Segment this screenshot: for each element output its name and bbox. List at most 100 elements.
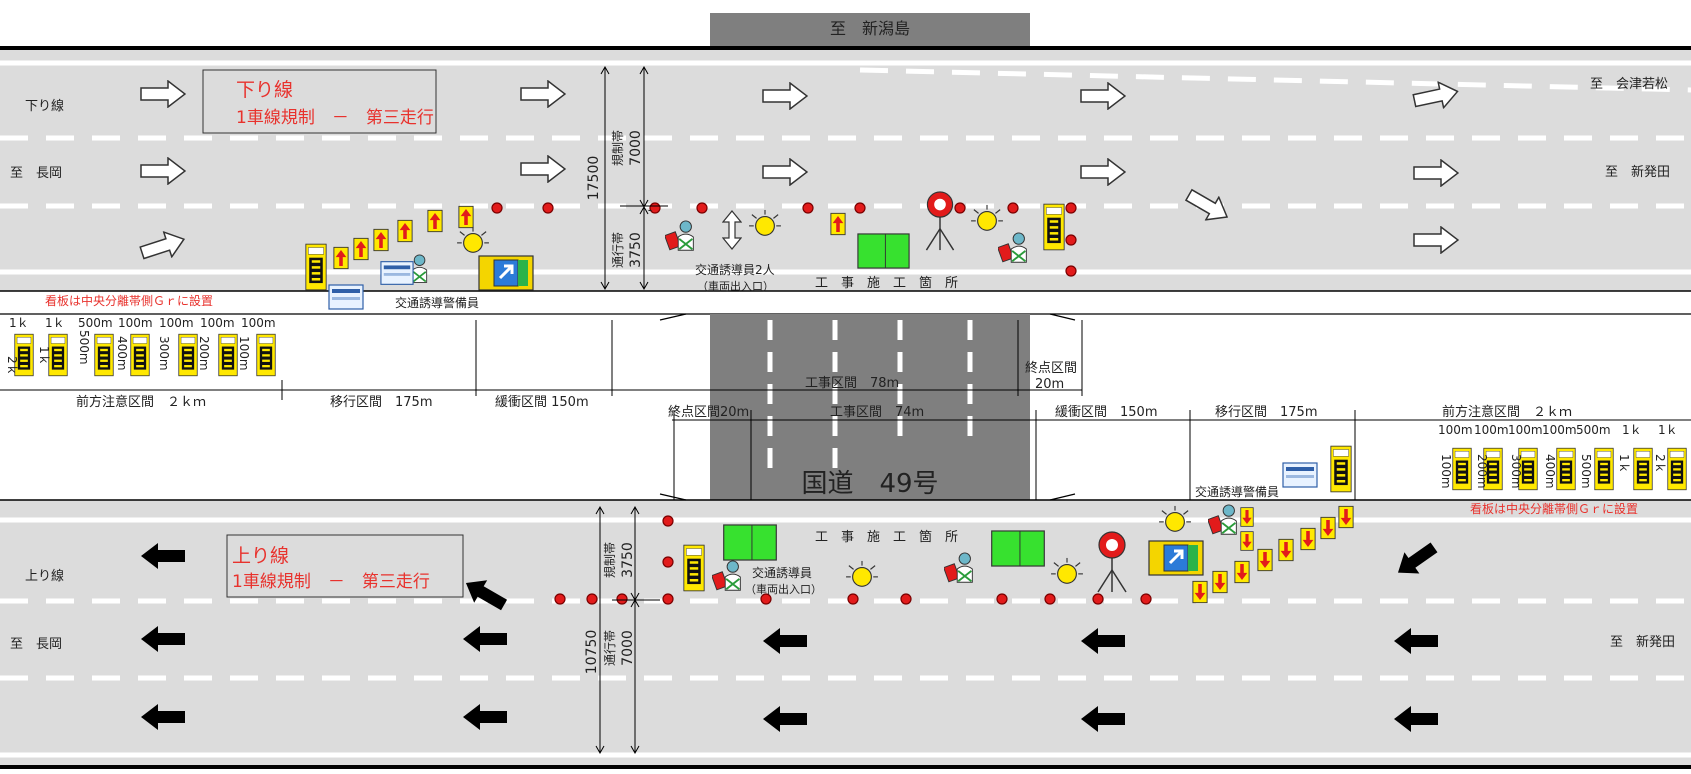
down-zone-work: 工事区間 78m xyxy=(805,376,899,391)
work-zone-sign-icon xyxy=(1043,203,1065,251)
dim-bar: ‐ xyxy=(648,203,652,217)
header-direction: 至 新潟島 xyxy=(830,19,910,38)
down-sign-dist-7: 100m xyxy=(241,316,276,330)
barricade-icon xyxy=(1282,462,1318,488)
down-sign-dist-5: 100m xyxy=(159,316,194,330)
up-sign-dist-7: 1ｋ xyxy=(1658,423,1678,437)
down-dest-right-top: 至 会津若松 xyxy=(1590,76,1668,92)
down-dest-left: 至 長岡 xyxy=(10,166,62,181)
up-title-box xyxy=(226,534,464,598)
up-sign-v-4: 400m xyxy=(1543,454,1557,489)
up-lane-label: 上り線 xyxy=(25,568,64,584)
up-dest-left: 至 長岡 xyxy=(10,637,62,652)
up-sign-dist-6: 1ｋ xyxy=(1622,423,1642,437)
down-dim-total: 17500 xyxy=(586,156,602,201)
barricade-icon xyxy=(328,284,364,310)
arrow-board-icon xyxy=(373,228,389,252)
work-truck-icon xyxy=(991,530,1045,567)
pylon-row xyxy=(491,202,1077,277)
down-sign-v-7: 100m xyxy=(237,336,251,371)
up-sign-dist-3: 100m xyxy=(1508,423,1543,437)
arrow-board-icon xyxy=(397,219,413,243)
up-zone-work: 工事区間 74m xyxy=(830,405,924,420)
light-board-icon xyxy=(478,254,534,292)
up-sign-dist-1: 100m xyxy=(1438,423,1473,437)
up-sign-v-3: 300m xyxy=(1509,454,1523,489)
arrow-board-icon xyxy=(333,246,349,270)
up-sign-v-1: 100m xyxy=(1439,454,1453,489)
work-sign-icon xyxy=(1330,445,1352,493)
down-sign-dist-4: 100m xyxy=(118,316,153,330)
up-guide: 交通誘導員 xyxy=(752,565,812,580)
up-dim-reg: 3750 xyxy=(620,542,636,578)
up-dest-right: 至 新発田 xyxy=(1610,634,1675,650)
down-dim-traffic-label: 通行帯 xyxy=(611,232,625,268)
down-title-2: 1車線規制 － 第三走行 xyxy=(236,108,434,128)
up-sign-v-7: 2ｋ xyxy=(1653,454,1667,474)
up-dim-traffic-label: 通行帯 xyxy=(603,630,617,666)
up-title-1: 上り線 xyxy=(232,545,289,567)
down-guard-staff: 交通誘導警備員 xyxy=(395,295,479,310)
down-zone-end-label: 終点区間 xyxy=(1025,360,1077,376)
up-guard-staff: 交通誘導警備員 xyxy=(1195,484,1279,499)
down-sign-v-2: 1ｋ xyxy=(37,346,51,366)
pylon-row xyxy=(554,515,1152,605)
down-sign-dist-2: 1ｋ xyxy=(45,316,65,330)
down-sign-v-4: 400m xyxy=(115,336,129,371)
up-work-site: 工 事 施 工 箇 所 xyxy=(815,529,958,545)
down-zone-buffer: 緩衝区間 150m xyxy=(495,395,589,410)
down-sign-dist-6: 100m xyxy=(200,316,235,330)
arrow-board-icon xyxy=(427,209,443,233)
down-sign-v-5: 300m xyxy=(157,336,171,371)
down-zone-end: 20m xyxy=(1035,377,1064,392)
down-sign-dist-1: 1ｋ xyxy=(9,316,29,330)
up-sign-v-5: 500m xyxy=(1579,454,1593,489)
barricade-icon xyxy=(380,261,414,285)
up-vehicle-gate: （車両出入口） xyxy=(745,582,822,596)
up-sign-dist-2: 100m xyxy=(1474,423,1509,437)
down-zone-transition: 移行区間 175m xyxy=(330,395,432,410)
arrow-board-icon xyxy=(830,212,846,236)
up-zone-transition: 移行区間 175m xyxy=(1215,405,1317,420)
down-sign-note: 看板は中央分離帯側Ｇｒに設置 xyxy=(45,293,213,308)
up-title-2: 1車線規制 － 第三走行 xyxy=(232,572,430,592)
work-sign-icon xyxy=(305,243,327,291)
down-dim-traffic: 3750 xyxy=(628,232,644,268)
up-dim-traffic: 7000 xyxy=(620,630,636,666)
up-zone-end: 終点区間20m xyxy=(668,404,749,420)
down-title-box xyxy=(202,69,437,134)
arrow-board-icon xyxy=(353,237,369,261)
arrow-board-icon xyxy=(458,205,474,229)
median-block xyxy=(710,314,1030,500)
down-zone-advance: 前方注意区間 ２ｋｍ xyxy=(76,394,206,410)
down-vehicle-gate: （車両出入口） xyxy=(697,279,774,293)
down-lane-label: 下り線 xyxy=(25,98,64,114)
up-sign-dist-4: 100m xyxy=(1542,423,1577,437)
down-sign-v-1: 2ｋ xyxy=(5,356,19,376)
up-zone-buffer: 緩衝区間 150m xyxy=(1055,405,1157,420)
header-block xyxy=(710,13,1030,47)
up-dim-reg-label: 規制帯 xyxy=(602,542,617,578)
light-board-icon xyxy=(1148,539,1204,577)
down-title-1: 下り線 xyxy=(236,79,293,101)
down-dest-right: 至 新発田 xyxy=(1605,164,1670,180)
down-dim-reg: 7000 xyxy=(628,130,644,166)
up-dim-total: 10750 xyxy=(584,630,600,675)
up-sign-v-2: 200m xyxy=(1475,454,1489,489)
up-sign-note: 看板は中央分離帯側Ｇｒに設置 xyxy=(1470,501,1638,516)
up-zone-advance: 前方注意区間 ２ｋｍ xyxy=(1442,404,1572,420)
work-truck-icon xyxy=(857,233,910,269)
down-sign-v-3: 500m xyxy=(77,330,91,365)
up-sign-dist-5: 500m xyxy=(1576,423,1611,437)
work-zone-sign-icon xyxy=(683,544,705,592)
down-sign-v-6: 200m xyxy=(197,336,211,371)
down-work-site: 工 事 施 工 箇 所 xyxy=(815,275,958,291)
down-advance-signs xyxy=(14,333,276,377)
down-dim-reg-label: 規制帯 xyxy=(610,130,625,166)
down-sign-dist-3: 500m xyxy=(78,316,113,330)
down-guide-two: 交通誘導員2人 xyxy=(695,262,775,277)
work-truck-icon xyxy=(723,524,777,561)
up-sign-v-6: 1ｋ xyxy=(1617,454,1631,474)
road-name: 国道 49号 xyxy=(801,469,938,499)
